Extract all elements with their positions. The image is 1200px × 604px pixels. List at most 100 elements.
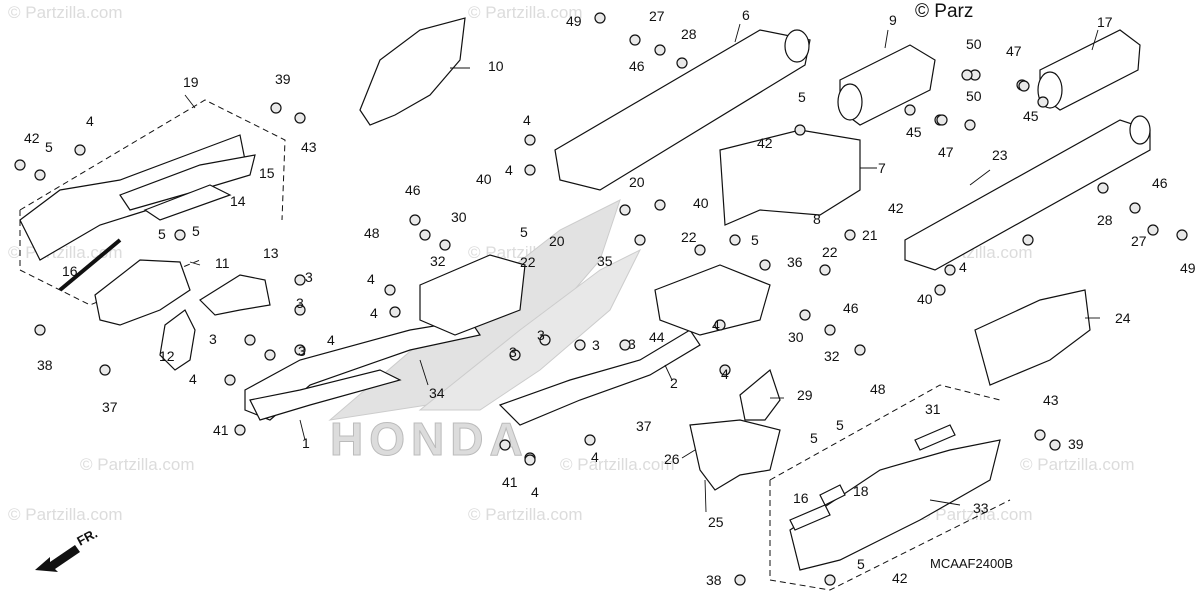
callout-5: 5	[192, 223, 200, 239]
hardware-piece	[1037, 96, 1049, 108]
band-31	[914, 424, 956, 451]
hardware-piece	[384, 284, 396, 296]
callout-41: 41	[213, 422, 229, 438]
callout-10: 10	[488, 58, 504, 74]
callout-5: 5	[798, 89, 806, 105]
hardware-piece	[944, 264, 956, 276]
hardware-piece	[99, 364, 111, 376]
callout-20: 20	[549, 233, 565, 249]
callout-3: 3	[509, 344, 517, 360]
callout-6: 6	[742, 7, 750, 23]
callout-14: 14	[230, 193, 246, 209]
callout-37: 37	[102, 399, 118, 415]
hardware-piece	[294, 344, 306, 356]
callout-21: 21	[862, 227, 878, 243]
callout-46: 46	[843, 300, 859, 316]
hardware-piece	[439, 239, 451, 251]
callout-4: 4	[591, 449, 599, 465]
callout-45: 45	[1023, 108, 1039, 124]
assembly-19-outline	[19, 99, 286, 221]
callout-11: 11	[215, 255, 230, 271]
hardware-piece	[1129, 202, 1141, 214]
hardware-piece	[1022, 234, 1034, 246]
hardware-piece	[961, 69, 973, 81]
hardware-piece	[904, 104, 916, 116]
callout-39: 39	[1068, 436, 1084, 452]
band-18	[819, 484, 846, 506]
muffler-6-end	[784, 29, 810, 63]
muffler-23-end	[1129, 115, 1151, 145]
muffler-23	[904, 119, 1151, 271]
hardware-piece	[819, 264, 831, 276]
callout-3: 3	[628, 336, 636, 352]
callout-34: 34	[429, 385, 445, 401]
callout-31: 31	[925, 401, 941, 417]
callout-4: 4	[523, 112, 531, 128]
hardware-piece	[936, 114, 948, 126]
hardware-piece	[524, 164, 536, 176]
callout-32: 32	[430, 253, 446, 269]
hardware-piece	[629, 34, 641, 46]
leader-lines	[184, 23, 1100, 513]
callout-41: 41	[502, 474, 518, 490]
callout-24: 24	[1115, 310, 1131, 326]
hardware-piece	[714, 319, 726, 331]
hardware-group	[14, 12, 1188, 586]
hardware-piece	[174, 229, 186, 241]
hardware-piece	[419, 229, 431, 241]
callout-25: 25	[708, 514, 724, 530]
partzilla-watermark: © Partzilla.com	[8, 505, 123, 524]
hardware-piece	[539, 334, 551, 346]
callout-27: 27	[649, 8, 665, 24]
exhaust-pipe-2	[498, 329, 701, 426]
hardware-piece	[729, 234, 741, 246]
guard-25	[689, 419, 781, 491]
hardware-piece	[934, 284, 946, 296]
hardware-piece	[524, 454, 536, 466]
callout-45: 45	[906, 124, 922, 140]
diagram-code: MCAAF2400B	[930, 556, 1013, 571]
callout-42: 42	[892, 570, 908, 586]
callout-30: 30	[451, 209, 467, 225]
callout-5: 5	[810, 430, 818, 446]
hardware-piece	[409, 214, 421, 226]
callout-22: 22	[681, 229, 697, 245]
hardware-piece	[619, 339, 631, 351]
hardware-piece	[824, 324, 836, 336]
hardware-piece	[654, 44, 666, 56]
bracket-11	[94, 259, 191, 326]
hardware-piece	[1018, 80, 1030, 92]
hardware-piece	[964, 119, 976, 131]
copyright-corner: © Parz	[915, 1, 973, 22]
callout-5: 5	[45, 139, 53, 155]
hardware-piece	[1176, 229, 1188, 241]
band-15	[119, 154, 256, 211]
hardware-piece	[270, 102, 282, 114]
hardware-piece	[1049, 439, 1061, 451]
callout-47: 47	[1006, 43, 1022, 59]
callout-5: 5	[857, 556, 865, 572]
bracket-12	[159, 309, 196, 371]
callout-36: 36	[787, 254, 803, 270]
guard-29	[739, 368, 781, 421]
hardware-piece	[634, 234, 646, 246]
callout-38: 38	[706, 572, 722, 588]
callout-42: 42	[888, 200, 904, 216]
callout-3: 3	[592, 337, 600, 353]
partzilla-watermark: © Partzilla.com	[918, 505, 1033, 524]
callout-22: 22	[822, 244, 838, 260]
hardware-piece	[759, 259, 771, 271]
hardware-piece	[676, 57, 688, 69]
muffler-6	[554, 29, 811, 191]
hardware-piece	[244, 334, 256, 346]
assembly-19-outline-lower	[19, 210, 201, 306]
callout-4: 4	[86, 113, 94, 129]
callout-2: 2	[670, 375, 678, 391]
hardware-piece	[294, 274, 306, 286]
callout-35: 35	[597, 253, 613, 269]
callout-4: 4	[721, 366, 729, 382]
callout-43: 43	[1043, 392, 1059, 408]
callout-12: 12	[159, 348, 175, 364]
callout-5: 5	[836, 417, 844, 433]
